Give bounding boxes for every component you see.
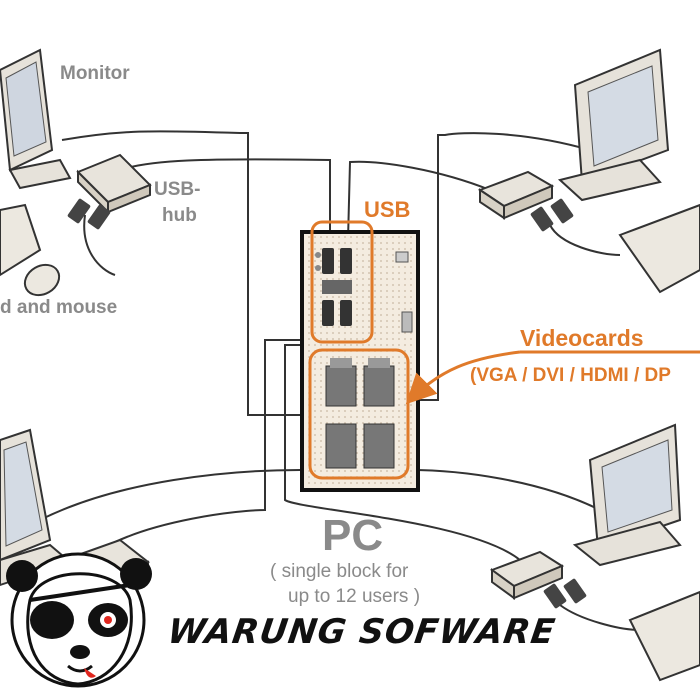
monitor-icon [0, 48, 72, 190]
cable-plug-bottomright [559, 604, 641, 631]
cable-plug-left [83, 214, 116, 276]
workstation-top-left [0, 48, 152, 297]
usb-plug-icon [530, 198, 574, 232]
cable-bottomleft-video [39, 469, 320, 521]
pc-note-line1: ( single block for [270, 561, 409, 582]
cable-topleft-video [61, 130, 320, 416]
videocard-ports [325, 358, 395, 469]
cable-plug-right [549, 224, 621, 256]
usb-hub-label-line2: hub [162, 205, 197, 226]
usb-plug-icon [543, 578, 587, 609]
pc-tower-icon [300, 230, 420, 492]
usb-highlight [310, 220, 374, 344]
cable-topright-usb [347, 160, 491, 241]
keyboard-icon [618, 203, 700, 294]
watermark-text: WARUNG SOFWARE [165, 612, 559, 652]
videocards-label: Videocards [520, 325, 644, 351]
cable-topright-video [410, 132, 591, 401]
video-ports-label: (VGA / DVI / HDMI / DP [470, 365, 671, 386]
panda-logo [6, 552, 152, 688]
cable-bottomright-video [409, 469, 601, 511]
workstation-bottom-right [489, 423, 700, 682]
usb-hub-icon [477, 170, 555, 220]
cable-bottomleft-usb [99, 339, 320, 551]
usb-ports [315, 248, 352, 326]
videocard-highlight [308, 348, 410, 480]
highlights [308, 220, 700, 480]
usb-label: USB [364, 197, 411, 222]
pc-label: PC [322, 511, 384, 560]
usb-hub-icon [489, 550, 565, 600]
usb-hub-icon [76, 153, 152, 215]
usb-plug-icon [67, 198, 111, 230]
keyboard-icon [628, 590, 700, 682]
keyboard-mouse-label: d and mouse [0, 297, 118, 318]
workstation-top-right [477, 48, 700, 294]
pc-note-line2: up to 12 users ) [288, 586, 421, 607]
videocard-arrow [405, 350, 521, 405]
cable-topleft-usb [119, 158, 331, 240]
keyboard-icon [0, 203, 42, 277]
usb-hub-label-line1: USB- [154, 179, 201, 200]
monitor-icon [557, 48, 670, 202]
cable-bottomright-usb [284, 344, 521, 561]
monitor-label: Monitor [60, 63, 130, 84]
mouse-icon [23, 263, 61, 297]
monitor-icon [572, 423, 682, 567]
